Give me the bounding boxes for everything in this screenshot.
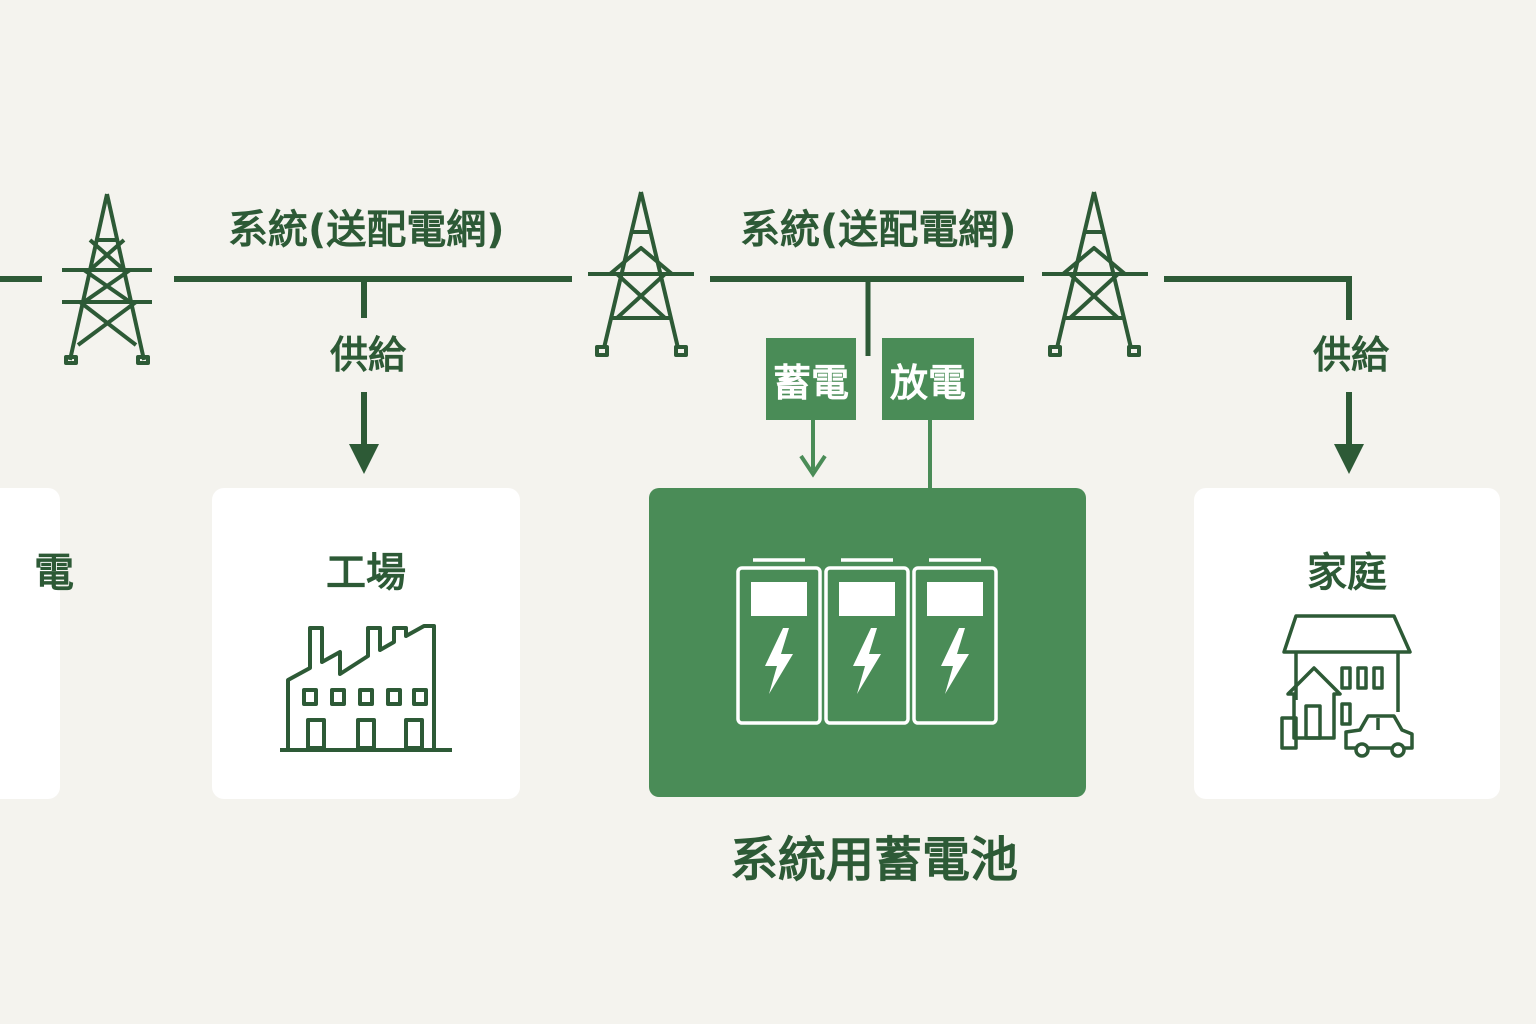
arrow-down-icon — [799, 420, 827, 478]
transmission-tower-icon — [1042, 191, 1148, 357]
transmission-tower-icon — [62, 193, 152, 365]
factory-card-title: 工場 — [326, 550, 406, 596]
battery-title: 系統用蓄電池 — [729, 832, 1018, 888]
factory-icon — [280, 624, 452, 752]
home-card: 家庭 — [1194, 488, 1500, 799]
battery-icon — [736, 558, 998, 725]
supply-label-home: 供給 — [1309, 334, 1394, 376]
transmission-tower-icon — [588, 191, 694, 357]
grid-label-left: 系統(送配電網) — [228, 207, 505, 253]
power-plant-card-title: 電 — [34, 550, 74, 596]
arrow-down-icon — [1334, 392, 1364, 474]
car-icon — [1344, 714, 1414, 758]
home-card-title: 家庭 — [1307, 550, 1387, 596]
lightning-icon — [765, 628, 969, 694]
house-icon — [1280, 614, 1414, 758]
grid-battery-box — [649, 488, 1086, 797]
arrow-down-icon — [349, 392, 379, 474]
supply-label-factory: 供給 — [326, 334, 411, 376]
grid-label-center: 系統(送配電網) — [740, 207, 1017, 253]
power-plant-card: 電 — [0, 488, 74, 799]
factory-card: 工場 — [212, 488, 520, 799]
charge-tag: 蓄電 — [766, 338, 856, 420]
discharge-tag: 放電 — [882, 338, 974, 420]
